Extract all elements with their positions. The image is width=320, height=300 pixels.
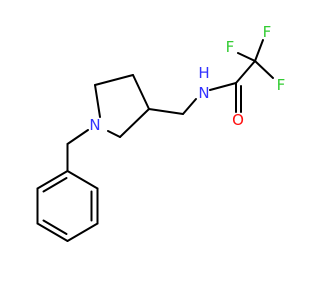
carbonyl-cf3-bond bbox=[235, 60, 256, 84]
fluorine-left-label: F bbox=[226, 38, 235, 56]
ring-nitrogen-label: N bbox=[89, 116, 100, 134]
fluorine-top-label: F bbox=[263, 23, 272, 41]
pyrrolidine-bond-c2-c3 bbox=[94, 74, 134, 86]
benzene-bond-4-inner bbox=[42, 219, 68, 235]
benzene-bond-6 bbox=[36, 170, 69, 190]
atom-label-layer: N N H O F F F bbox=[89, 23, 285, 134]
benzene-bond-4 bbox=[36, 222, 69, 242]
pyrrolidine-bond-c4-c5 bbox=[119, 108, 150, 138]
amide-nitrogen-label: N bbox=[198, 84, 209, 102]
benzene-bond-6-inner bbox=[42, 177, 68, 193]
pyrrolidine-bond-n-c2 bbox=[94, 84, 101, 118]
cf3-f-right-bond bbox=[254, 60, 274, 79]
cf3-f-top-bond bbox=[254, 39, 264, 62]
benzene-bond-3 bbox=[66, 222, 99, 242]
pyrrolidine-bond-c5-n bbox=[107, 130, 121, 138]
bond-layer bbox=[36, 39, 274, 242]
pyrrolidine-bond-c3-c4 bbox=[132, 74, 150, 110]
benzyl-ch2-n-bond bbox=[66, 129, 89, 145]
amide-hydrogen-label: H bbox=[198, 64, 209, 82]
fluorine-right-label: F bbox=[277, 76, 286, 94]
ch2-ring-bond bbox=[148, 108, 184, 115]
cf3-f-left-bond bbox=[237, 52, 256, 62]
carbonyl-oxygen-label: O bbox=[232, 111, 244, 129]
nh-carbonyl-bond bbox=[209, 82, 237, 91]
molecule-structure: N N H O F F F bbox=[36, 23, 285, 242]
benzene-bond-1 bbox=[66, 170, 99, 190]
ch2-nh-bond bbox=[182, 98, 197, 115]
